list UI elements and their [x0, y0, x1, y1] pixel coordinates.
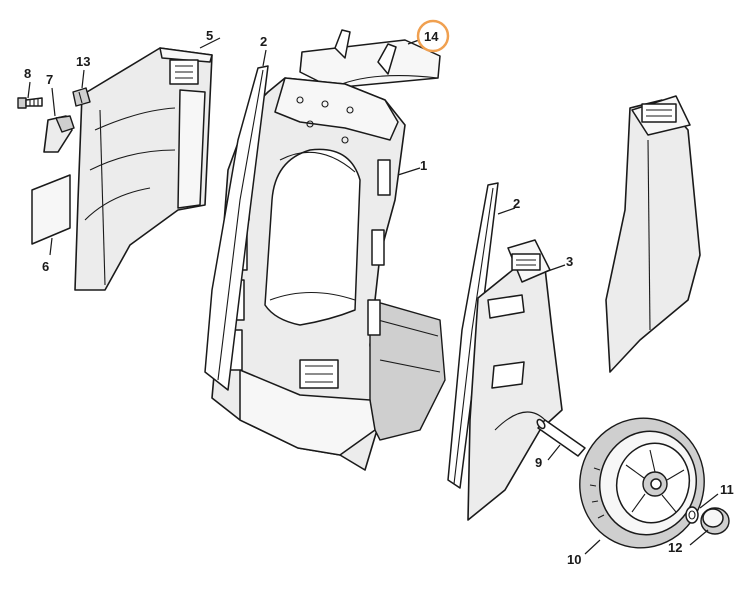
callout-7[interactable]: 7: [46, 72, 53, 87]
callout-6[interactable]: 6: [42, 259, 49, 274]
callout-14[interactable]: 14: [424, 29, 439, 44]
part-2-trim-strip-right[interactable]: [447, 182, 499, 489]
callout-labels: 5 2 1 2 3 7 8 13 6 9 10 11 12 14: [24, 19, 734, 567]
callout-8[interactable]: 8: [24, 66, 31, 81]
part-13-small-clip[interactable]: [72, 87, 91, 107]
callout-3[interactable]: 3: [566, 254, 573, 269]
callout-10[interactable]: 10: [567, 552, 581, 567]
callout-12[interactable]: 12: [668, 540, 682, 555]
callout-9[interactable]: 9: [535, 455, 542, 470]
part-1-main-housing[interactable]: [211, 77, 446, 471]
part-10-wheel[interactable]: [565, 404, 718, 562]
callout-2-right[interactable]: 2: [513, 196, 520, 211]
part-7-knob-clip[interactable]: [43, 115, 75, 153]
callout-11[interactable]: 11: [720, 482, 734, 497]
callout-13[interactable]: 13: [76, 54, 90, 69]
part-2-trim-strip-left[interactable]: [204, 65, 269, 391]
part-rear-cover[interactable]: [605, 95, 701, 373]
part-3-right-side-panel[interactable]: [467, 239, 563, 521]
part-14-cover-plate[interactable]: [299, 29, 441, 89]
part-12-hub-cap[interactable]: [700, 507, 730, 535]
part-6-label-sticker[interactable]: [31, 174, 71, 245]
part-11-washer[interactable]: [685, 506, 699, 524]
part-8-screw[interactable]: [17, 97, 43, 109]
part-9-axle[interactable]: [536, 418, 586, 457]
callout-14-highlight-ring: [416, 19, 450, 53]
leader-lines: [27, 37, 719, 555]
callout-2-left[interactable]: 2: [260, 34, 267, 49]
part-5-left-side-panel[interactable]: [74, 47, 213, 291]
callout-5[interactable]: 5: [206, 28, 213, 43]
callout-1[interactable]: 1: [420, 158, 427, 173]
